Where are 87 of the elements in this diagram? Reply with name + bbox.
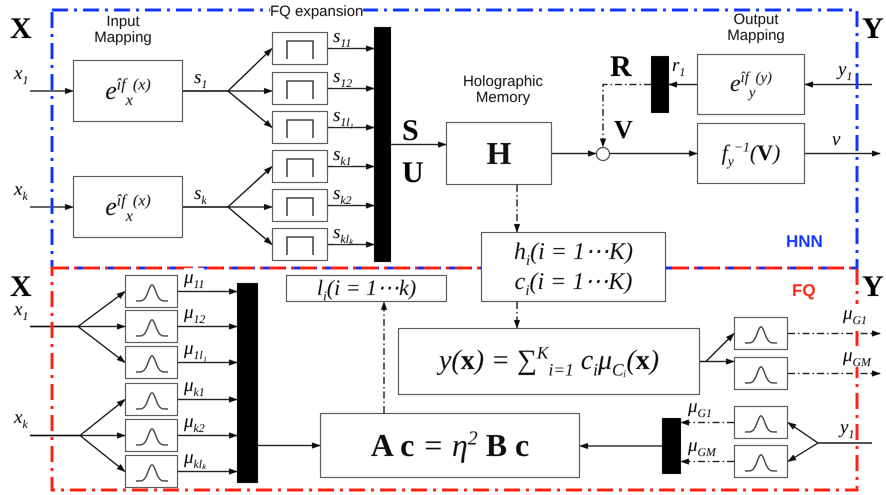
bus-bar bbox=[374, 27, 391, 262]
filter-box bbox=[272, 32, 328, 65]
axis-letter: S bbox=[402, 116, 419, 146]
axis-letter: X bbox=[10, 272, 32, 302]
axis-letter: U bbox=[402, 158, 424, 188]
formula-text: f$_{y}$$^{−1}$(V) bbox=[722, 141, 780, 166]
edge-label: μ$_{11}$ bbox=[184, 268, 204, 289]
region-label: HNN bbox=[786, 232, 823, 252]
process-box bbox=[398, 328, 700, 395]
caption-text: Input Mapping bbox=[93, 14, 153, 46]
filter-box bbox=[125, 275, 178, 308]
arrow bbox=[30, 326, 126, 364]
filter-box bbox=[125, 383, 178, 416]
process-box bbox=[446, 122, 552, 185]
arrow bbox=[328, 45, 375, 52]
arrow bbox=[183, 206, 273, 246]
arrow bbox=[183, 90, 273, 128]
arrow bbox=[30, 88, 74, 94]
arrow bbox=[178, 432, 238, 439]
arrow bbox=[30, 204, 74, 210]
arrow bbox=[787, 442, 872, 462]
axis-letter: Y bbox=[862, 272, 884, 302]
axis-letter: Y bbox=[862, 14, 884, 44]
formula-text: l$_{i}$(i = 1⋯k) bbox=[316, 276, 416, 301]
process-box bbox=[73, 176, 183, 238]
filter-box bbox=[734, 317, 788, 350]
filter-box bbox=[734, 357, 788, 390]
filter-box bbox=[734, 445, 788, 478]
arrow bbox=[804, 81, 872, 88]
arrow bbox=[178, 396, 238, 403]
filter-box bbox=[272, 111, 328, 144]
dash-dot-arrow bbox=[788, 370, 881, 377]
bus-bar bbox=[651, 56, 669, 113]
filter-box bbox=[125, 455, 178, 488]
formula-text: h$_{i}$(i = 1⋯K) bbox=[514, 238, 633, 265]
filter-box bbox=[272, 72, 328, 105]
arrow bbox=[328, 241, 375, 248]
filter-box bbox=[272, 228, 328, 261]
formula-text: c$_{i}$(i = 1⋯K) bbox=[514, 269, 632, 296]
process-box bbox=[481, 232, 666, 302]
arrow bbox=[178, 468, 238, 475]
formula-text: A c = η$^{2}$ B c bbox=[370, 428, 530, 464]
dash-dot-arrow bbox=[600, 84, 651, 148]
dash-dot-arrow bbox=[380, 301, 388, 413]
filter-box bbox=[125, 419, 178, 452]
filter-box bbox=[272, 189, 328, 222]
arrow bbox=[805, 150, 881, 157]
formula-text: H bbox=[486, 136, 512, 172]
arrow bbox=[328, 202, 375, 209]
dash-dot-arrow bbox=[514, 185, 520, 233]
bus-bar bbox=[237, 283, 258, 483]
arrow bbox=[391, 141, 447, 148]
arrow bbox=[178, 288, 238, 295]
arrow bbox=[178, 359, 238, 366]
axis-letter: X bbox=[10, 14, 32, 44]
arrow bbox=[30, 434, 126, 472]
dash-dot-arrow bbox=[514, 302, 520, 329]
filter-box bbox=[125, 346, 178, 379]
arrow bbox=[552, 150, 597, 157]
arrow bbox=[579, 442, 662, 450]
arrow bbox=[178, 323, 238, 330]
arrow bbox=[700, 358, 735, 365]
region-label: FQ bbox=[792, 281, 816, 301]
arrow bbox=[610, 150, 698, 157]
caption-text: FQ expansion bbox=[270, 4, 364, 20]
filter-box bbox=[734, 406, 788, 439]
dash-dot-arrow bbox=[680, 458, 734, 465]
process-box bbox=[73, 60, 183, 122]
arrow bbox=[668, 81, 697, 88]
process-box bbox=[286, 275, 447, 302]
axis-letter: R bbox=[610, 52, 632, 82]
filter-box bbox=[272, 150, 328, 183]
process-box bbox=[697, 123, 805, 184]
edge-label: μ$_{GM}$ bbox=[843, 346, 871, 367]
arrow bbox=[328, 85, 375, 92]
dash-dot-arrow bbox=[788, 330, 881, 337]
arrow bbox=[328, 163, 375, 170]
edge-label: μ$_{G1}$ bbox=[843, 304, 867, 325]
arrow bbox=[258, 442, 321, 449]
process-box bbox=[697, 54, 805, 115]
formula-text: y(x) = ∑$^{K}$$_{i=1}$ c$_{i}$μ$_{Cᵢ}$(x) bbox=[438, 346, 660, 377]
filter-box bbox=[125, 310, 178, 343]
arrow bbox=[328, 124, 375, 131]
summing-junction bbox=[596, 146, 610, 160]
bus-bar bbox=[662, 418, 681, 474]
dash-dot-arrow bbox=[680, 419, 734, 426]
process-box bbox=[320, 413, 580, 478]
